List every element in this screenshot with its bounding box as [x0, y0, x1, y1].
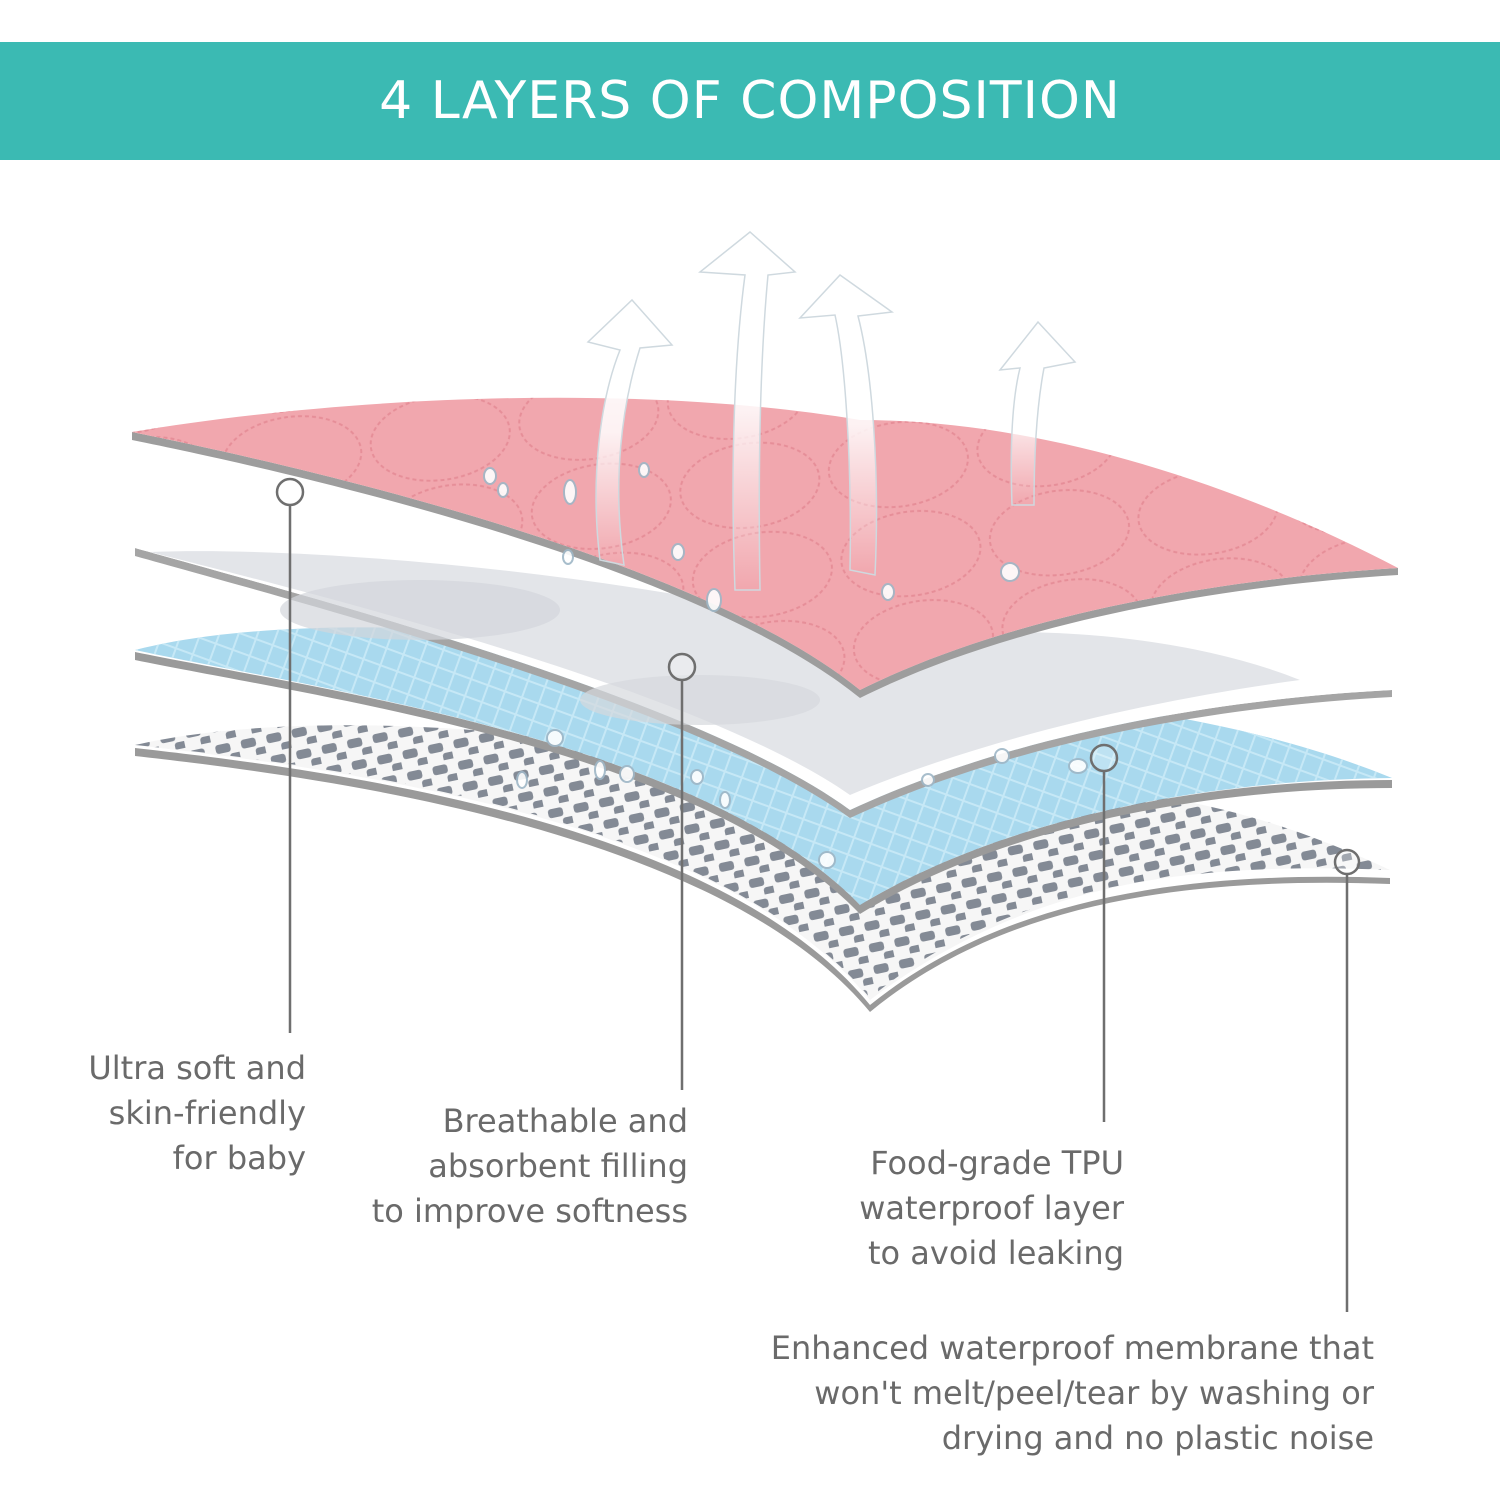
arrow-icon — [586, 298, 674, 566]
label-top-fabric: Ultra soft and skin-friendly for baby — [20, 1046, 306, 1181]
label-line: Ultra soft and — [88, 1049, 306, 1087]
label-line: drying and no plastic noise — [941, 1419, 1374, 1457]
label-line: Food-grade TPU — [870, 1144, 1124, 1182]
callout-marker-membrane — [1333, 848, 1361, 876]
page-title: 4 LAYERS OF COMPOSITION — [379, 71, 1121, 131]
callout-marker-filling — [667, 652, 697, 682]
label-line: skin-friendly — [108, 1094, 306, 1132]
callout-marker-tpu — [1089, 743, 1119, 773]
label-tpu: Food-grade TPU waterproof layer to avoid… — [790, 1141, 1124, 1276]
water-droplets — [483, 462, 1088, 869]
label-line: Enhanced waterproof membrane that — [770, 1329, 1374, 1367]
arrow-icon — [698, 231, 797, 591]
label-membrane: Enhanced waterproof membrane that won't … — [660, 1326, 1374, 1461]
callout-marker-top-fabric — [275, 477, 305, 507]
top-fabric-layer — [132, 397, 1398, 698]
label-line: to improve softness — [371, 1192, 688, 1230]
label-filling: Breathable and absorbent filling to impr… — [300, 1099, 688, 1234]
label-line: Breathable and — [442, 1102, 688, 1140]
label-line: to avoid leaking — [868, 1234, 1124, 1272]
header-banner: 4 LAYERS OF COMPOSITION — [0, 42, 1500, 160]
callouts — [275, 477, 1361, 1312]
label-line: won't melt/peel/tear by washing or — [814, 1374, 1374, 1412]
label-line: waterproof layer — [859, 1189, 1124, 1227]
label-line: for baby — [172, 1139, 306, 1177]
arrow-icon — [798, 274, 895, 576]
arrow-icon — [998, 320, 1077, 506]
airflow-arrows — [586, 231, 1077, 591]
label-line: absorbent filling — [428, 1147, 688, 1185]
